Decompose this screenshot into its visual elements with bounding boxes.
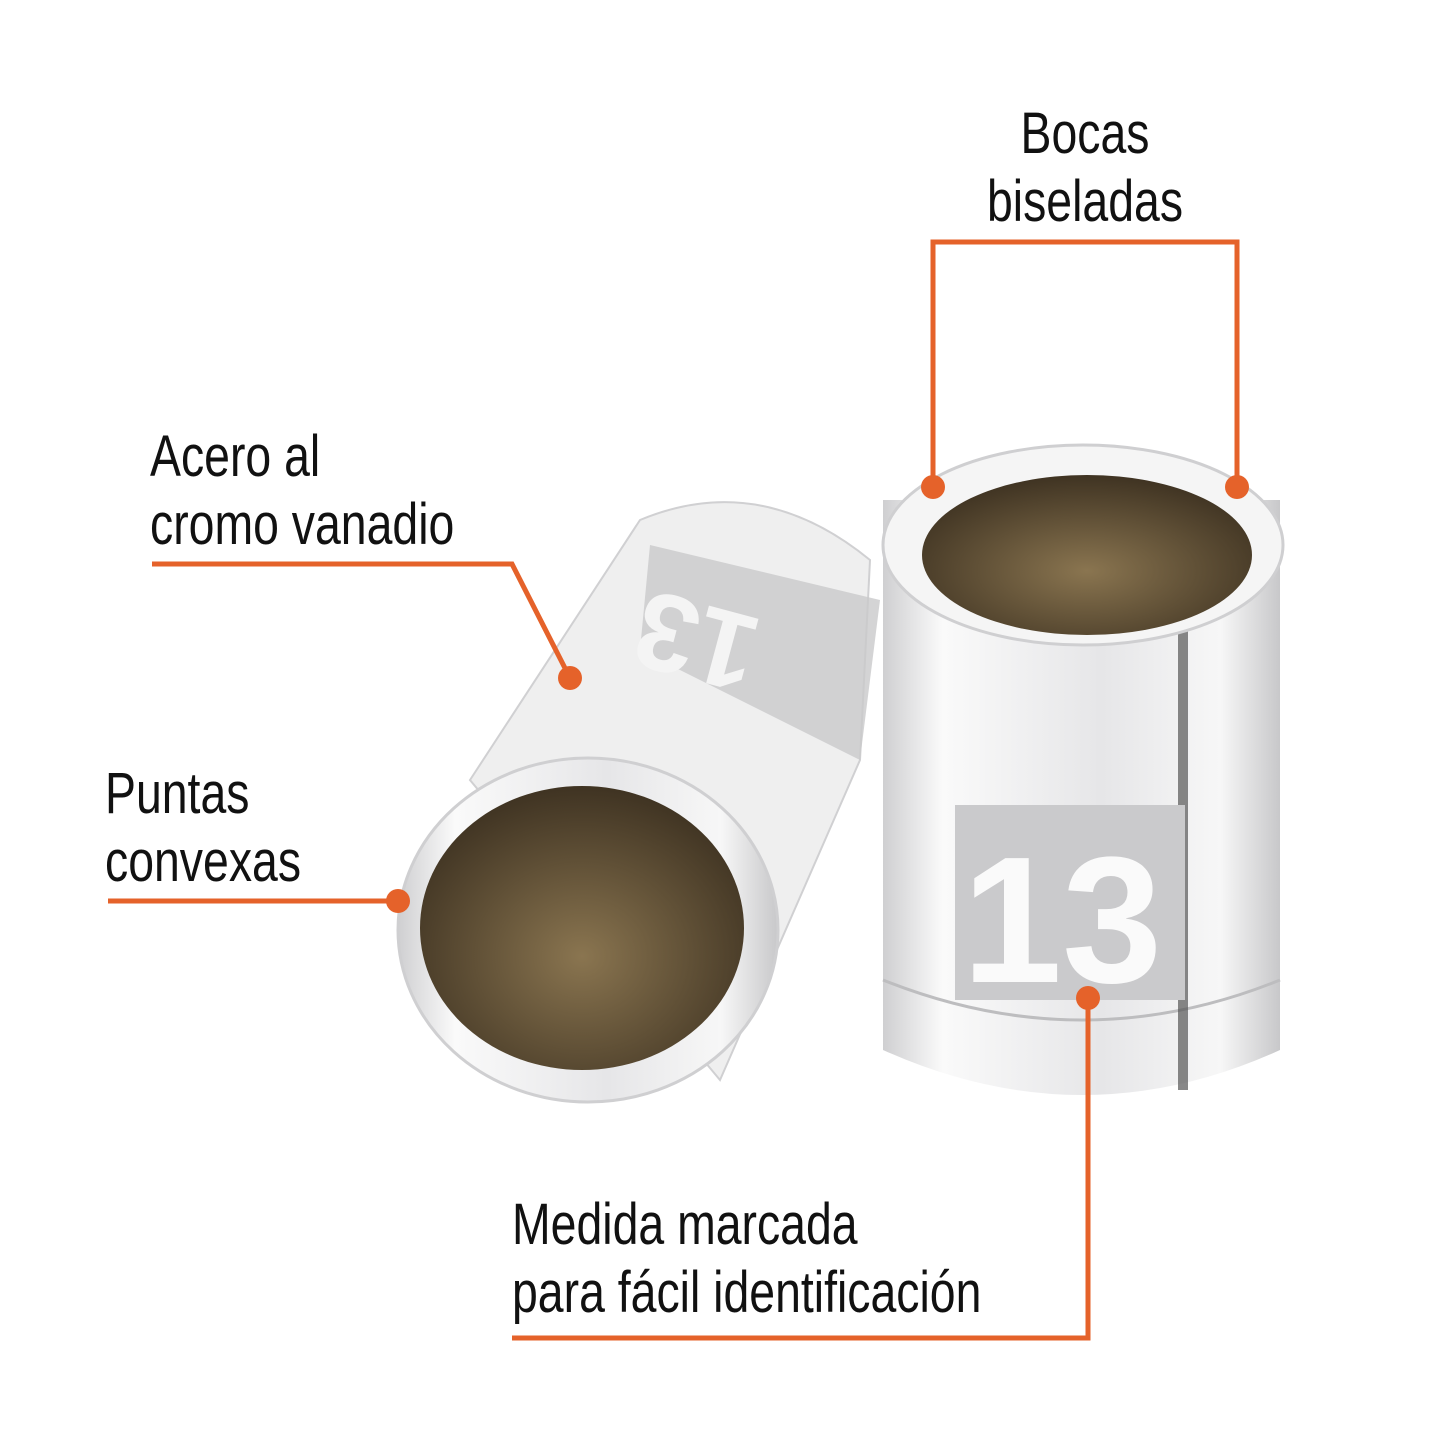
medida-label-line2: para fácil identificación: [512, 1260, 982, 1325]
left-socket: 13: [396, 501, 880, 1104]
puntas-dot: [386, 889, 410, 913]
bocas-label: Bocas biseladas: [925, 100, 1245, 236]
acero-label-line1: Acero al: [150, 424, 321, 489]
size-mark: 13: [962, 820, 1162, 1021]
acero-dot: [558, 666, 582, 690]
acero-leader-line: [152, 561, 573, 680]
medida-leader-line: [512, 998, 1091, 1341]
bocas-leader-line: [930, 239, 1240, 487]
acero-label: Acero al cromo vanadio: [150, 423, 454, 559]
puntas-label-line2: convexas: [105, 829, 302, 894]
medida-label: Medida marcada para fácil identificación: [512, 1191, 981, 1327]
puntas-label-line1: Puntas: [105, 761, 250, 826]
size-mark-box: [640, 545, 880, 760]
bocas-label-line2: biseladas: [986, 169, 1184, 234]
bocas-dot-left: [921, 475, 945, 499]
puntas-label: Puntas convexas: [105, 760, 301, 896]
size-mark-box: [955, 805, 1185, 1000]
right-socket: 13: [881, 443, 1285, 1095]
bocas-label-line1: Bocas: [1020, 101, 1150, 166]
medida-label-line1: Medida marcada: [512, 1192, 858, 1257]
medida-dot: [1076, 986, 1100, 1010]
acero-label-line2: cromo vanadio: [150, 492, 455, 557]
bocas-dot-right: [1225, 475, 1249, 499]
